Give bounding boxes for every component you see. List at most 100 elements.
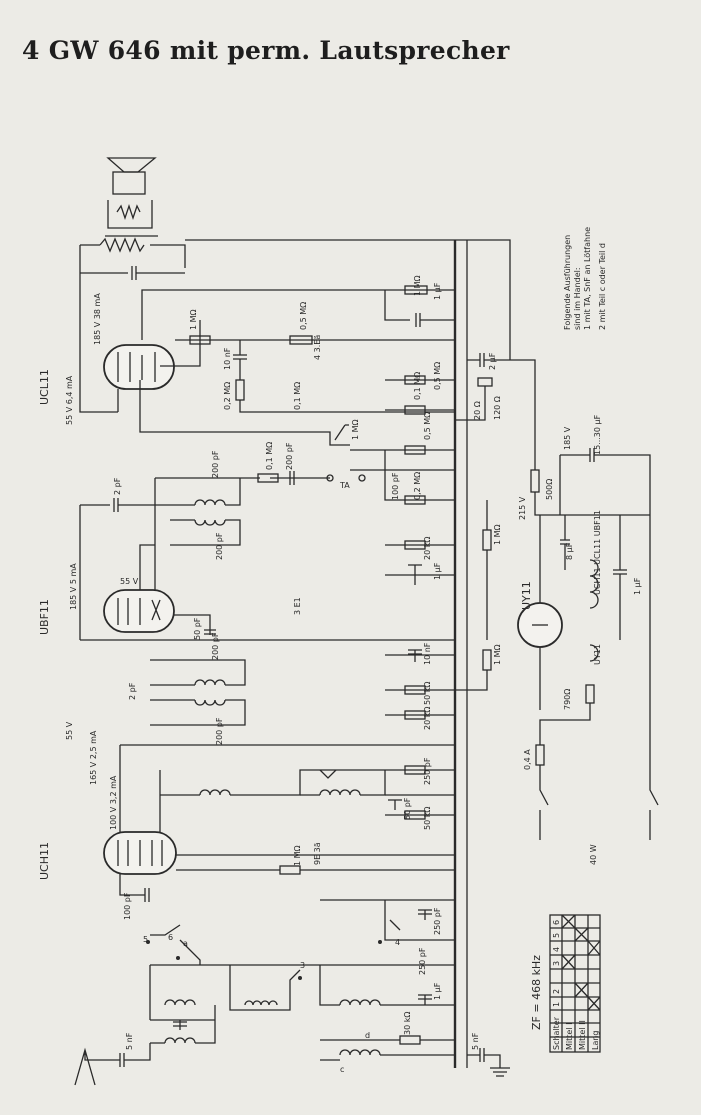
svg-text:0,1 MΩ: 0,1 MΩ xyxy=(265,442,274,470)
svg-text:250 pF: 250 pF xyxy=(423,757,432,785)
svg-text:50 kΩ: 50 kΩ xyxy=(423,807,432,830)
svg-text:15...30 µF: 15...30 µF xyxy=(593,414,602,455)
ubf11-plate: 185 V 5 mA xyxy=(69,563,78,610)
svg-text:20 kΩ: 20 kΩ xyxy=(423,707,432,730)
note: Folgende Ausführungen sind im Handel: 1 … xyxy=(563,227,607,330)
svg-text:5 nF: 5 nF xyxy=(471,1032,480,1050)
svg-text:4: 4 xyxy=(552,947,561,952)
svg-text:2: 2 xyxy=(552,989,561,994)
if-transformer-1: 200 pF 200 pF 2 pF xyxy=(128,632,246,745)
svg-text:1 MΩ: 1 MΩ xyxy=(293,845,302,866)
svg-text:0,5 MΩ: 0,5 MΩ xyxy=(423,412,432,440)
tube-uy11: UY11 xyxy=(517,515,563,710)
svg-text:50 kΩ: 50 kΩ xyxy=(423,682,432,705)
svg-text:250 pF: 250 pF xyxy=(418,947,427,975)
ucl11-bias: 55 V 6,4 mA xyxy=(65,375,74,425)
svg-text:4 3.Eä: 4 3.Eä xyxy=(313,335,322,360)
svg-text:120 Ω: 120 Ω xyxy=(493,396,502,420)
if-frequency: ZF = 468 kHz xyxy=(530,955,543,1030)
svg-text:50 pF: 50 pF xyxy=(403,797,412,820)
svg-text:0,5 MΩ: 0,5 MΩ xyxy=(299,302,308,330)
loudspeaker xyxy=(80,157,186,268)
svg-text:200 pF: 200 pF xyxy=(211,632,220,660)
svg-text:185 V: 185 V xyxy=(563,426,572,450)
svg-text:55 V: 55 V xyxy=(120,577,139,586)
svg-text:100 pF: 100 pF xyxy=(391,472,400,500)
svg-text:215 V: 215 V xyxy=(518,496,527,520)
svg-text:Mittel II: Mittel II xyxy=(578,1020,587,1050)
svg-text:Folgende Ausführungen: Folgende Ausführungen xyxy=(563,235,572,330)
svg-text:2 pF: 2 pF xyxy=(128,682,137,700)
svg-text:Schalter: Schalter xyxy=(552,1016,561,1050)
uch11-plate: 100 V 3,2 mA xyxy=(109,775,118,830)
svg-text:9E 3ä: 9E 3ä xyxy=(313,842,322,865)
svg-text:Lang: Lang xyxy=(591,1030,600,1050)
svg-text:20 Ω: 20 Ω xyxy=(473,401,482,420)
svg-text:200 pF: 200 pF xyxy=(215,532,224,560)
svg-text:1 µF: 1 µF xyxy=(433,982,442,1000)
svg-text:a: a xyxy=(183,939,188,948)
svg-text:1 MΩ: 1 MΩ xyxy=(493,524,502,545)
svg-text:1 mit TA, SnF an Lötfahne: 1 mit TA, SnF an Lötfahne xyxy=(583,227,592,330)
svg-text:200 pF: 200 pF xyxy=(285,442,294,470)
ubf11-label: UBF11 xyxy=(38,599,51,635)
svg-text:0,1 MΩ: 0,1 MΩ xyxy=(413,372,422,400)
svg-text:4: 4 xyxy=(395,938,400,947)
svg-text:30 kΩ: 30 kΩ xyxy=(403,1012,412,1035)
if-transformer-2: 200 pF 200 pF xyxy=(170,450,241,560)
switch-table: ZF = 468 kHz Schalter Mittel I Mittel II… xyxy=(530,914,601,1053)
svg-text:1 µF: 1 µF xyxy=(633,577,642,595)
svg-text:40 W: 40 W xyxy=(589,844,598,865)
svg-text:1 µF: 1 µF xyxy=(433,282,442,300)
svg-text:UY11: UY11 xyxy=(593,644,602,665)
svg-text:3: 3 xyxy=(300,961,305,970)
svg-text:5: 5 xyxy=(143,935,148,944)
svg-text:0,1 MΩ: 0,1 MΩ xyxy=(293,382,302,410)
svg-text:5: 5 xyxy=(552,933,561,938)
svg-text:d: d xyxy=(365,1031,370,1040)
svg-text:1 MΩ: 1 MΩ xyxy=(413,275,422,296)
svg-text:2 mit Teil c oder Teil d: 2 mit Teil c oder Teil d xyxy=(598,243,607,330)
svg-text:3 E1: 3 E1 xyxy=(293,597,302,615)
svg-text:55 V: 55 V xyxy=(65,721,74,740)
svg-text:200 pF: 200 pF xyxy=(215,717,224,745)
tube-ucl11: UCL11 55 V 6,4 mA 185 V 38 mA xyxy=(38,293,201,425)
svg-text:5 nF: 5 nF xyxy=(125,1032,134,1050)
svg-text:10 nF: 10 nF xyxy=(223,347,232,370)
svg-text:0,4 A: 0,4 A xyxy=(523,749,532,770)
svg-text:2 µF: 2 µF xyxy=(488,352,497,370)
uch11-bias: 165 V 2,5 mA xyxy=(89,730,98,785)
svg-text:2 pF: 2 pF xyxy=(113,477,122,495)
svg-text:0,2 MΩ: 0,2 MΩ xyxy=(223,382,232,410)
svg-text:100 pF: 100 pF xyxy=(123,892,132,920)
svg-text:1: 1 xyxy=(552,1002,561,1007)
uy11-label: UY11 xyxy=(520,581,533,610)
antenna: 5 nF xyxy=(74,1032,151,1086)
tube-ubf11: 55 V UBF11 185 V 5 mA xyxy=(38,478,175,635)
svg-text:20 kΩ: 20 kΩ xyxy=(423,537,432,560)
svg-text:1 MΩ: 1 MΩ xyxy=(493,644,502,665)
svg-text:1 µF: 1 µF xyxy=(433,562,442,580)
svg-text:500Ω: 500Ω xyxy=(545,479,554,500)
svg-text:250 pF: 250 pF xyxy=(433,907,442,935)
svg-text:200 pF: 200 pF xyxy=(211,450,220,478)
ucl11-label: UCL11 xyxy=(38,369,51,405)
svg-text:1 MΩ: 1 MΩ xyxy=(189,309,198,330)
svg-text:0,2 MΩ: 0,2 MΩ xyxy=(413,472,422,500)
page-title: 4 GW 646 mit perm. Lautsprecher xyxy=(22,36,510,65)
svg-text:c: c xyxy=(340,1065,344,1074)
svg-text:10 nF: 10 nF xyxy=(423,642,432,665)
svg-text:UCH11 UCL11 UBF11: UCH11 UCL11 UBF11 xyxy=(593,510,602,595)
svg-text:Mittel I: Mittel I xyxy=(565,1023,574,1050)
svg-text:50 pF: 50 pF xyxy=(193,617,202,640)
svg-text:sind im Handel:: sind im Handel: xyxy=(573,267,582,330)
svg-text:0,5 MΩ: 0,5 MΩ xyxy=(433,362,442,390)
tube-uch11: UCH11 165 V 2,5 mA 100 V 3,2 mA xyxy=(38,730,177,880)
svg-text:1 MΩ: 1 MΩ xyxy=(351,419,360,440)
svg-text:8 µF: 8 µF xyxy=(565,542,574,560)
svg-text:6: 6 xyxy=(552,920,561,925)
svg-text:790Ω: 790Ω xyxy=(563,689,572,710)
svg-text:TA: TA xyxy=(339,481,350,490)
